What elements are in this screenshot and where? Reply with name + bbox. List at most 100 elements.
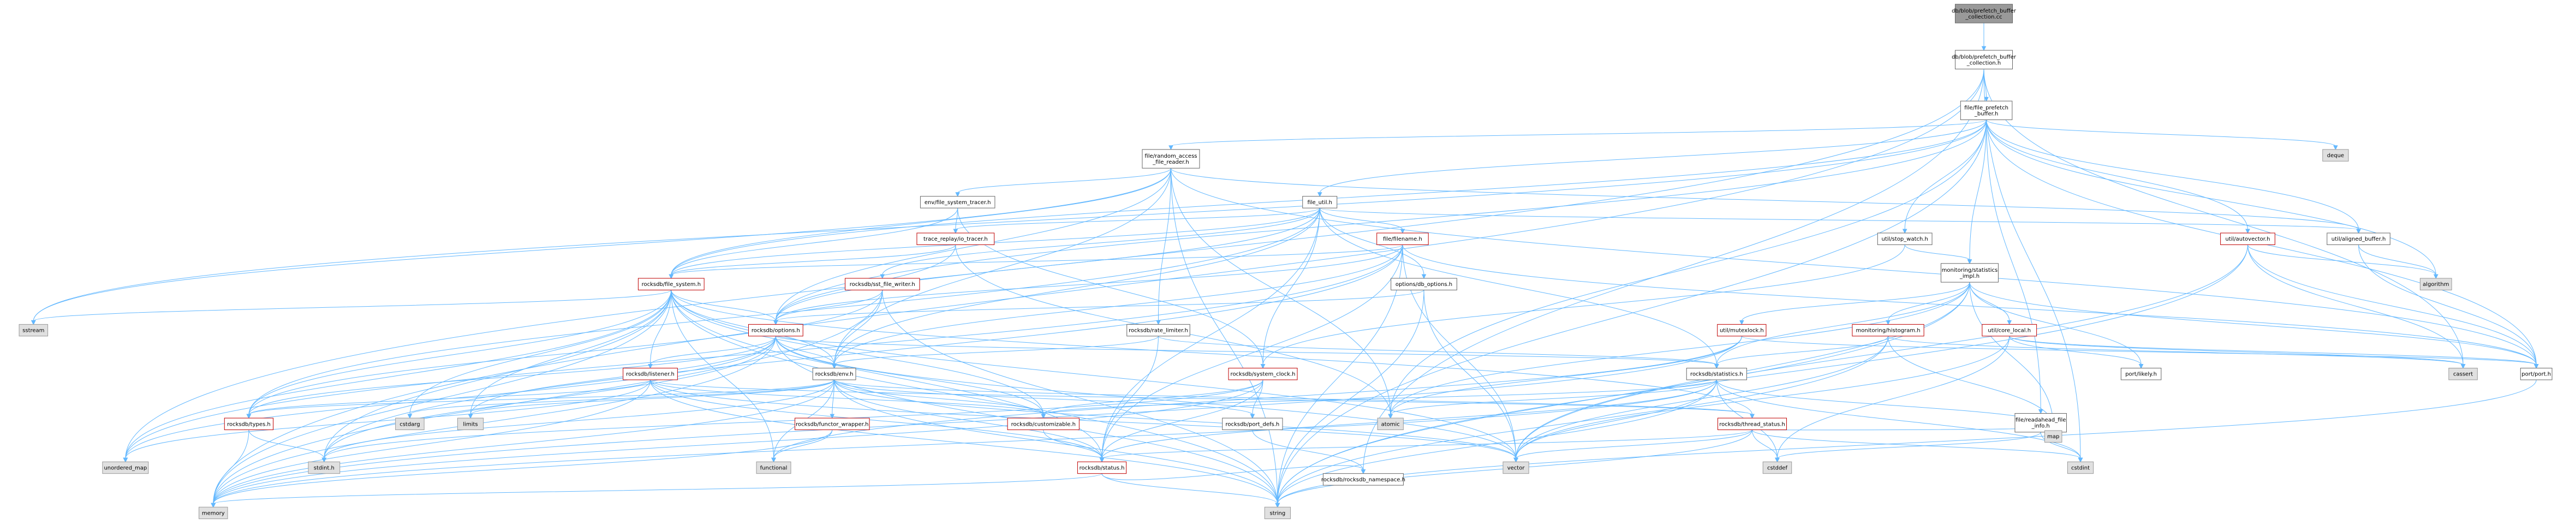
edge-filename_h-to-env_h xyxy=(834,244,1403,365)
edge-fst_h-to-fs_h xyxy=(671,208,958,275)
node-core_local_h[interactable]: util/core_local.h xyxy=(1982,324,2037,337)
edge-statistics_h-to-vector xyxy=(1516,379,1717,459)
node-statistics_h[interactable]: rocksdb/statistics.h xyxy=(1686,368,1748,380)
edge-file_util_h-to-types_h xyxy=(248,208,1320,415)
node-thread_status_h[interactable]: rocksdb/thread_status.h xyxy=(1718,417,1787,431)
edge-stats_impl_h-to-statistics_h xyxy=(1716,282,1970,365)
node-options_h[interactable]: rocksdb/options.h xyxy=(748,324,803,337)
node-label-stats_impl_h-line-0: monitoring/statistics xyxy=(1942,267,1998,273)
arrowhead-core_local_h-to-port_likely_h xyxy=(2138,364,2144,369)
edge-file_util_h-to-statistics_h xyxy=(1319,208,1717,365)
node-status_h[interactable]: rocksdb/status.h xyxy=(1077,461,1127,474)
node-readahead_h[interactable]: file/readahead_file_info.h xyxy=(2014,413,2067,433)
node-pbc_h[interactable]: db/blob/prefetch_buffer_collection.h xyxy=(1952,50,2017,69)
edge-fpb_h-to-string xyxy=(1277,120,1987,504)
node-box-stdint_h xyxy=(308,461,341,474)
node-port_port_h[interactable]: port/port.h xyxy=(2520,368,2553,380)
node-rate_lim_h[interactable]: rocksdb/rate_limiter.h xyxy=(1126,324,1190,337)
node-port_defs_h[interactable]: rocksdb/port_defs.h xyxy=(1222,417,1283,431)
node-stats_impl_h[interactable]: monitoring/statistics_impl.h xyxy=(1940,263,1999,283)
arrowhead-func_wrap_h-to-functional xyxy=(771,457,776,463)
node-fst_h[interactable]: env/file_system_tracer.h xyxy=(920,196,995,208)
node-box-rafr_h xyxy=(1142,149,1200,169)
node-box-unordered_map xyxy=(102,461,149,474)
edge-env_h-to-status_h xyxy=(834,379,1102,459)
node-mutexlock_h[interactable]: util/mutexlock.h xyxy=(1717,324,1767,337)
node-label-core_local_h-line-0: util/core_local.h xyxy=(1988,328,2031,334)
edge-statistics_h-to-memory xyxy=(213,379,1717,504)
node-memory: memory xyxy=(199,506,228,520)
arrowhead-file_util_h-to-opt_opts_h xyxy=(1421,274,1427,279)
edge-stats_impl_h-to-port_likely_h xyxy=(1969,282,2142,365)
node-listener_h[interactable]: rocksdb/listener.h xyxy=(623,368,678,380)
node-label-thread_status_h-line-0: rocksdb/thread_status.h xyxy=(1719,421,1785,427)
node-label-algorithm-line-0: algorithm xyxy=(2423,282,2449,288)
edge-fpb_h-to-options_h xyxy=(775,120,1987,321)
edge-sst_writer_h-to-env_h xyxy=(834,290,883,365)
node-box-file_util_h xyxy=(1302,196,1338,208)
node-label-file_util_h-line-0: file_util.h xyxy=(1307,200,1332,206)
node-customizable_h[interactable]: rocksdb/customizable.h xyxy=(1007,417,1080,431)
node-atomic: atomic xyxy=(1377,417,1404,431)
arrowhead-status_h-to-memory xyxy=(211,503,216,508)
node-port_likely_h[interactable]: port/likely.h xyxy=(2120,368,2162,380)
edge-file_util_h-to-filename_h xyxy=(1319,208,1403,230)
node-fpb_h[interactable]: file/file_prefetch_buffer.h xyxy=(1960,100,2013,120)
node-func_wrap_h[interactable]: rocksdb/functor_wrapper.h xyxy=(795,417,870,431)
nodes-layer: db/blob/prefetch_buffer_collection.ccdb/… xyxy=(19,4,2553,520)
edge-histogram_h-to-string xyxy=(1277,336,1889,504)
node-autovector_h[interactable]: util/autovector.h xyxy=(2220,232,2275,245)
edge-listener_h-to-types_h xyxy=(248,379,651,415)
arrowhead-env_h-to-limits xyxy=(468,414,473,419)
node-stop_watch_h[interactable]: util/stop_watch.h xyxy=(1877,232,1933,245)
edge-rate_lim_h-to-env_h xyxy=(834,336,1159,365)
edge-readahead_h-to-cstddef xyxy=(1776,432,2041,459)
edge-options_h-to-types_h xyxy=(248,336,776,415)
node-label-histogram_h-line-0: monitoring/histogram.h xyxy=(1856,328,1920,334)
node-aligned_buf_h[interactable]: util/aligned_buffer.h xyxy=(2327,232,2390,245)
edge-stats_impl_h-to-map xyxy=(1969,282,2054,427)
edge-sys_clock_h-to-status_h xyxy=(1101,379,1263,459)
node-fs_h[interactable]: rocksdb/file_system.h xyxy=(637,278,705,290)
edge-statistics_h-to-cstdint xyxy=(1716,379,2081,459)
edge-rafr_h-to-port_port_h xyxy=(1170,168,2537,365)
node-opt_opts_h[interactable]: options/db_options.h xyxy=(1391,278,1457,290)
node-env_h[interactable]: rocksdb/env.h xyxy=(812,368,856,380)
node-label-rafr_h-line-0: file/random_access xyxy=(1144,153,1197,159)
edge-filename_h-to-options_h xyxy=(775,244,1403,321)
node-trt_h[interactable]: trace_replay/io_tracer.h xyxy=(916,232,995,245)
node-types_h[interactable]: rocksdb/types.h xyxy=(224,417,274,431)
edge-rafr_h-to-fs_h xyxy=(671,168,1171,275)
edge-aligned_buf_h-to-algorithm xyxy=(2358,244,2436,276)
edge-sys_clock_h-to-stdint_h xyxy=(324,379,1263,459)
node-rdb_ns_h[interactable]: rocksdb/rocksdb_namespace.h xyxy=(1321,473,1405,486)
node-box-string xyxy=(1264,506,1291,520)
edge-rafr_h-to-atomic xyxy=(1170,168,1391,415)
edge-aligned_buf_h-to-port_port_h xyxy=(2358,244,2537,365)
arrowhead-fs_h-to-sstream xyxy=(31,320,36,325)
node-label-pbc_h-line-0: db/blob/prefetch_buffer xyxy=(1952,54,2017,60)
edge-listener_h-to-memory xyxy=(213,379,651,504)
node-sys_clock_h[interactable]: rocksdb/system_clock.h xyxy=(1228,368,1298,380)
node-rafr_h[interactable]: file/random_access_file_reader.h xyxy=(1142,149,1200,169)
edge-filename_h-to-vector xyxy=(1402,244,1517,459)
node-label-port_likely_h-line-0: port/likely.h xyxy=(2125,372,2157,378)
node-file_util_h[interactable]: file_util.h xyxy=(1302,196,1338,208)
node-label-sstream-line-0: sstream xyxy=(22,328,44,334)
node-label-listener_h-line-0: rocksdb/listener.h xyxy=(626,372,675,378)
node-histogram_h[interactable]: monitoring/histogram.h xyxy=(1852,324,1924,337)
edge-autovector_h-to-algorithm xyxy=(2247,244,2436,276)
edge-options_h-to-listener_h xyxy=(649,336,776,365)
node-filename_h[interactable]: file/filename.h xyxy=(1376,232,1429,245)
edge-rafr_h-to-fst_h xyxy=(957,168,1171,194)
node-limits: limits xyxy=(457,417,484,431)
edge-env_h-to-limits xyxy=(470,379,835,415)
node-sst_writer_h[interactable]: rocksdb/sst_file_writer.h xyxy=(845,278,920,290)
edge-pbc_h-to-rdb_ns_h xyxy=(1363,69,1984,470)
arrowhead-thread_status_h-to-vector xyxy=(1513,457,1518,463)
edge-statistics_h-to-customizable_h xyxy=(1043,379,1717,415)
edge-rafr_h-to-string xyxy=(1170,168,1278,504)
arrowhead-filename_h-to-fs_h xyxy=(669,274,674,279)
node-cassert: cassert xyxy=(2448,368,2478,380)
node-label-map-line-0: map xyxy=(2047,434,2059,440)
